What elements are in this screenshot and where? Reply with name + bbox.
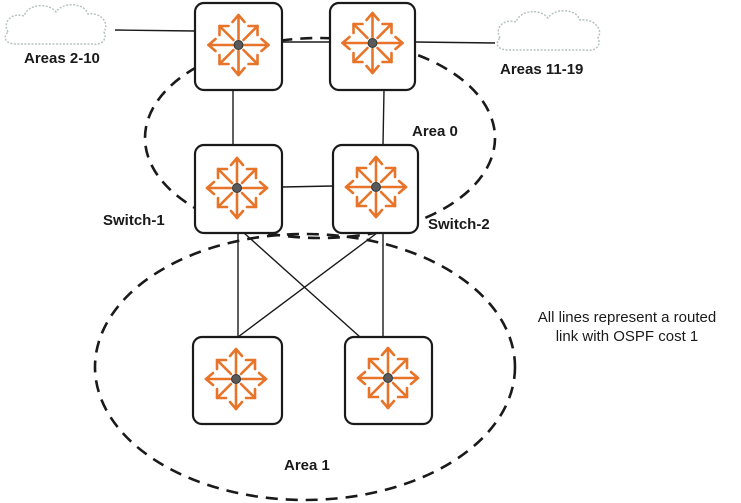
- cloud-left: [4, 4, 107, 46]
- cloud-left-label: Areas 2-10: [24, 50, 100, 67]
- link-router-top-right-to-cloud-right: [414, 41, 496, 44]
- switch-2[interactable]: [331, 143, 420, 235]
- area-0-label: Area 0: [412, 123, 458, 140]
- cost-note: All lines represent a routed link with O…: [513, 308, 741, 346]
- area-1-boundary: [93, 232, 517, 502]
- cloud-shape: [496, 10, 601, 52]
- cloud-shape: [4, 4, 107, 46]
- cost-note-line-1: All lines represent a routed: [537, 309, 717, 326]
- cloud-right: [496, 10, 601, 52]
- link-router-top-right-to-switch-2: [382, 89, 385, 146]
- router-top-right[interactable]: [328, 1, 417, 92]
- link-switch-1-to-switch-2: [281, 185, 334, 188]
- switch-2-label: Switch-2: [428, 216, 490, 233]
- cost-note-line-2: link with OSPF cost 1: [555, 328, 699, 345]
- link-cloud-left-to-router-top-left: [114, 29, 196, 32]
- router-top-left[interactable]: [193, 1, 284, 92]
- switch-1[interactable]: [193, 143, 284, 235]
- router-bottom-right[interactable]: [343, 335, 434, 426]
- cloud-right-label: Areas 11-19: [500, 61, 584, 78]
- router-bottom-left[interactable]: [191, 335, 284, 426]
- link-switch-2-to-router-bottom-left: [237, 232, 378, 338]
- area-0-boundary: [143, 36, 497, 240]
- switch-1-label: Switch-1: [103, 212, 165, 229]
- link-switch-1-to-router-bottom-right: [243, 232, 361, 338]
- area-1-label: Area 1: [284, 457, 330, 474]
